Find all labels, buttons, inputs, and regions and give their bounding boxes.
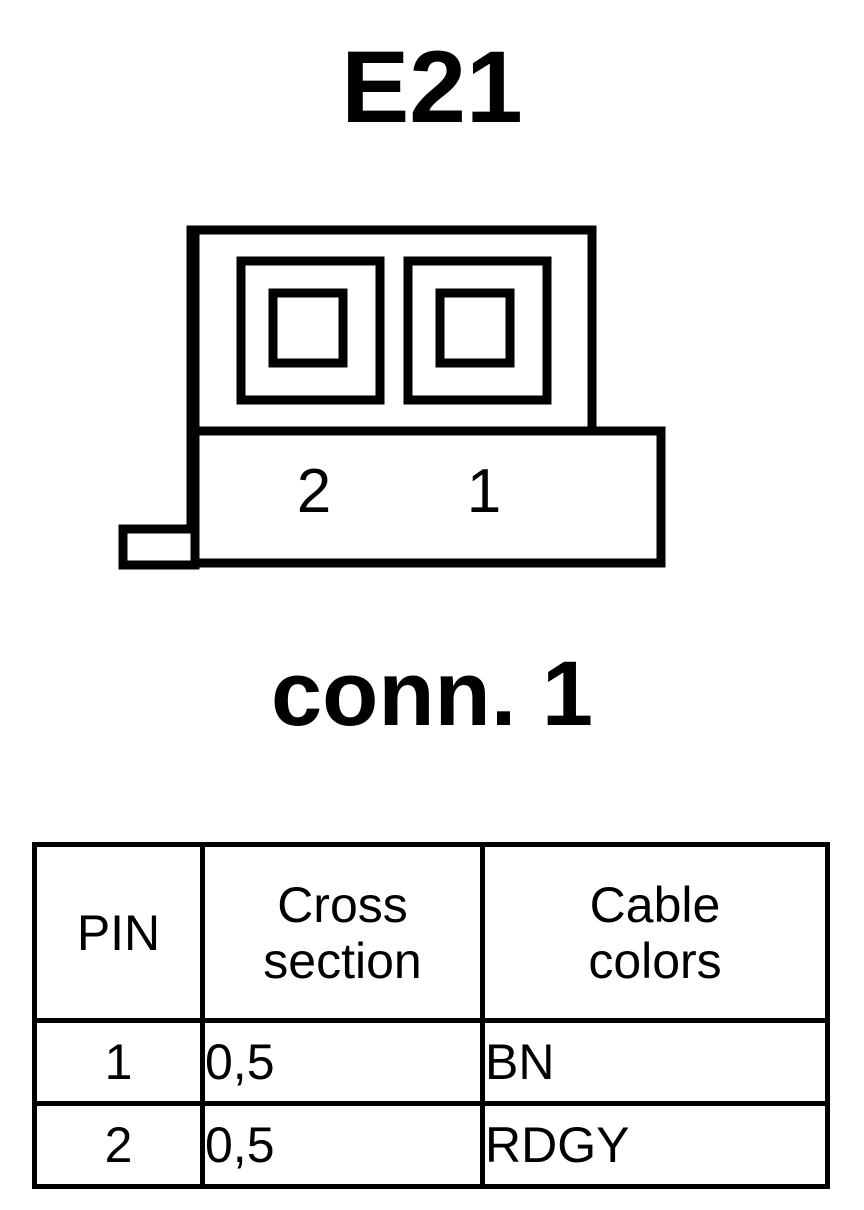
pinout-table-container: PIN Cross section Cable colors 1 0,5 BN … [32, 842, 830, 1189]
connector-diagram: 2 1 [0, 205, 864, 590]
column-header-cable-colors-line2: colors [588, 932, 722, 989]
column-header-cable-colors-line1: Cable [589, 876, 721, 933]
cell-pin: 2 [32, 1101, 205, 1189]
connector-outline-svg: 2 1 [118, 225, 666, 570]
connector-lower-flange [186, 426, 666, 568]
cell-cross-section: 0,5 [200, 1101, 485, 1189]
cell-cable-colors: BN [480, 1018, 830, 1106]
table-row: 1 0,5 BN [32, 1018, 830, 1106]
pinout-table: PIN Cross section Cable colors 1 0,5 BN … [32, 842, 830, 1189]
cell-cable-colors: RDGY [480, 1101, 830, 1189]
cavity-inner-pin1 [435, 288, 515, 368]
column-header-cross-section-line2: section [263, 932, 422, 989]
pin-number-label-1: 1 [467, 457, 501, 526]
cell-pin: 1 [32, 1018, 205, 1106]
column-header-cable-colors: Cable colors [480, 842, 830, 1023]
pinout-table-body: 1 0,5 BN 2 0,5 RDGY [32, 1018, 830, 1189]
connector-caption: conn. 1 [270, 643, 594, 745]
column-header-cross-section: Cross section [200, 842, 485, 1023]
page-title: E21 [341, 30, 523, 144]
column-header-cross-section-line1: Cross [277, 876, 408, 933]
connector-latch-tab [118, 524, 200, 570]
column-header-pin: PIN [32, 842, 205, 1023]
table-header-row: PIN Cross section Cable colors [32, 842, 830, 1023]
cell-cross-section: 0,5 [200, 1018, 485, 1106]
table-row: 2 0,5 RDGY [32, 1101, 830, 1189]
cavity-inner-pin2 [268, 288, 348, 368]
pin-number-label-2: 2 [297, 457, 331, 526]
